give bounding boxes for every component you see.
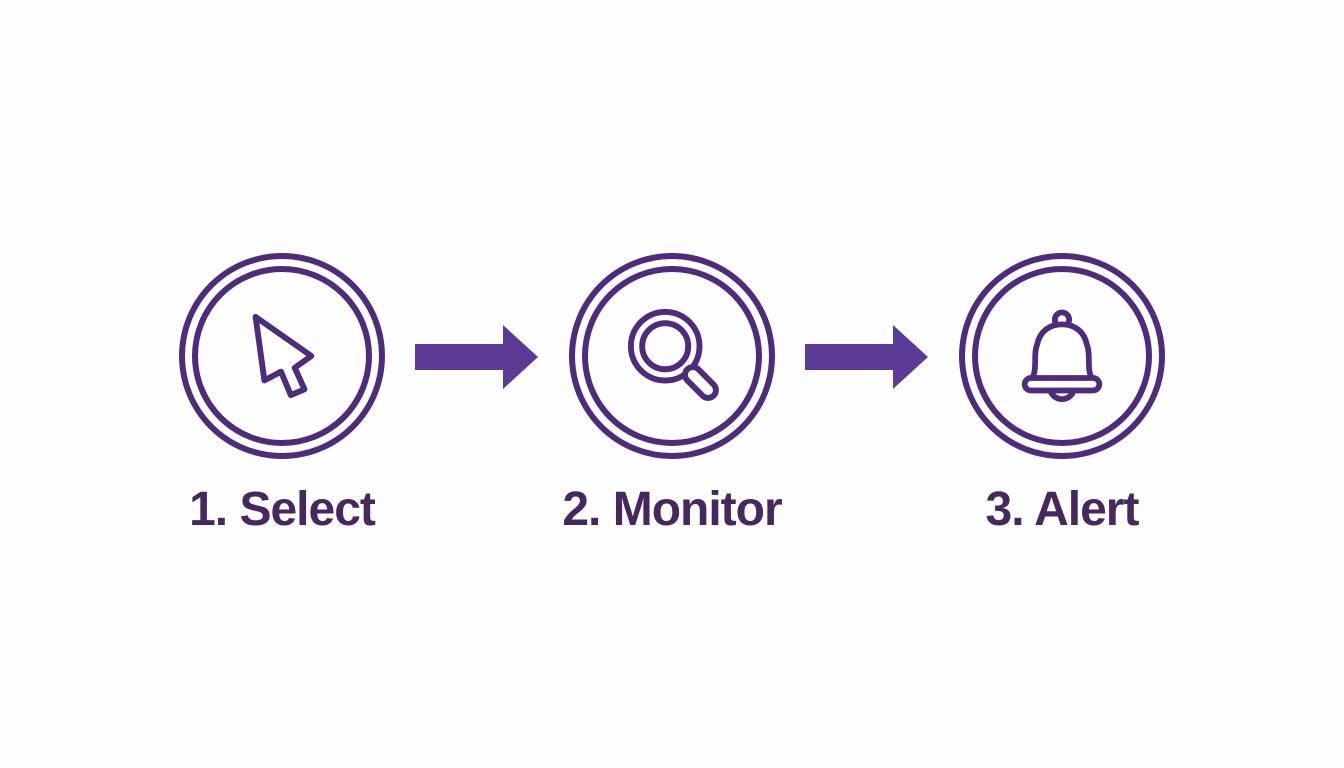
process-diagram: 1. Select 2. Monitor	[178, 252, 1166, 534]
step-monitor-circle	[568, 252, 776, 460]
step-alert-label: 3. Alert	[985, 483, 1140, 536]
flow-arrow-icon	[805, 325, 928, 389]
double-ring-circle	[179, 253, 385, 459]
double-ring-circle	[569, 253, 775, 459]
cursor-icon	[252, 313, 315, 399]
step-select: 1. Select	[178, 252, 386, 534]
double-ring-circle	[959, 253, 1165, 459]
step-monitor-label: 2. Monitor	[562, 483, 782, 536]
step-select-label: 1. Select	[189, 483, 376, 536]
flow-arrow-icon	[415, 325, 538, 389]
step-select-circle	[178, 252, 386, 460]
magnifier-icon	[627, 308, 719, 401]
step-alert: 3. Alert	[958, 252, 1166, 534]
step-alert-circle	[958, 252, 1166, 460]
step-monitor: 2. Monitor	[562, 252, 783, 534]
bell-icon	[1021, 309, 1103, 402]
